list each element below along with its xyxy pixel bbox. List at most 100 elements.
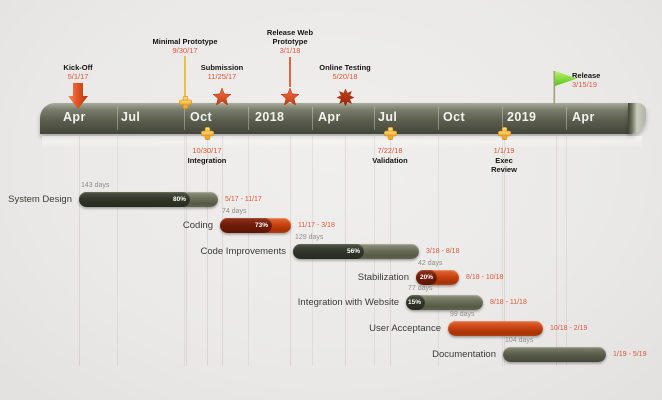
milestone-label: Release <box>572 71 601 80</box>
timeline-month-label: Oct <box>443 110 466 124</box>
milestone-label: Exec Review <box>491 156 517 174</box>
task-name: Documentation <box>432 349 496 360</box>
task-bar-completed-segment: 20% <box>416 270 437 285</box>
star-milestone-icon[interactable] <box>280 87 300 106</box>
timeline-month-label: Jul <box>121 110 141 124</box>
task-percent-label: 15% <box>407 299 421 306</box>
milestone-date: 11/25/17 <box>207 72 237 81</box>
timeline-band-end-cap <box>628 103 646 134</box>
puzzle-milestone-icon[interactable] <box>497 127 511 140</box>
task-percent-label: 20% <box>419 274 433 281</box>
timeline-month-label: Apr <box>318 110 341 124</box>
task-dates-label: 11/17 - 3/18 <box>298 222 335 229</box>
task-duration-label: 129 days <box>295 234 324 241</box>
task-dates-label: 10/18 - 2/19 <box>550 325 588 332</box>
task-name: Stabilization <box>357 272 409 283</box>
milestone-date: 5/20/18 <box>332 72 358 81</box>
task-bar-completed-segment: 80% <box>79 192 190 207</box>
quarter-gridline <box>566 136 567 366</box>
milestone-connector-line <box>207 136 208 366</box>
milestone-date: 5/1/17 <box>67 72 89 81</box>
task-duration-label: 104 days <box>505 337 534 344</box>
burst-milestone-icon[interactable] <box>336 88 354 107</box>
flag-milestone-icon[interactable] <box>553 71 579 105</box>
task-bar[interactable] <box>503 347 606 362</box>
timeline-quarter-separator <box>117 107 118 130</box>
task-percent-label: 73% <box>254 222 268 229</box>
quarter-gridline <box>117 136 118 366</box>
timeline-month-label: Jul <box>378 110 398 124</box>
timeline-quarter-separator <box>248 107 249 130</box>
milestone-stem <box>289 57 291 87</box>
task-bar[interactable]: 56% <box>293 244 419 259</box>
task-percent-label: 80% <box>172 196 186 203</box>
milestone-stem <box>184 56 186 97</box>
timeline-quarter-separator <box>184 107 185 130</box>
task-duration-label: 143 days <box>81 182 110 189</box>
timeline-month-label: Apr <box>572 110 595 124</box>
milestone-date: 1/1/19 <box>493 146 515 155</box>
puzzle-milestone-icon[interactable] <box>178 96 192 109</box>
arrow-milestone-icon[interactable] <box>68 83 88 110</box>
milestone-connector-line <box>222 136 223 366</box>
timeline-quarter-separator <box>566 107 567 130</box>
task-bar[interactable]: 20% <box>416 270 459 285</box>
milestone-date: 10/30/17 <box>192 146 222 155</box>
task-dates-label: 5/17 - 11/17 <box>225 196 262 203</box>
timeline-band <box>40 103 632 134</box>
timeline-month-label: 2018 <box>255 110 285 124</box>
quarter-gridline <box>502 136 503 366</box>
task-dates-label: 8/18 - 11/18 <box>490 299 527 306</box>
milestone-date: 3/1/18 <box>279 46 301 55</box>
milestone-label: Kick-Off <box>63 63 93 72</box>
task-name: Integration with Website <box>297 297 399 308</box>
task-bar[interactable] <box>448 321 543 336</box>
puzzle-milestone-icon[interactable] <box>200 127 214 140</box>
milestone-connector-line <box>186 136 187 366</box>
timeline-month-label: Apr <box>63 110 86 124</box>
milestone-connector-line <box>290 136 291 366</box>
task-bar-completed-segment: 15% <box>406 295 425 310</box>
task-duration-label: 74 days <box>222 208 247 215</box>
milestone-date: 9/30/17 <box>172 46 198 55</box>
timeline-quarter-separator <box>438 107 439 130</box>
timeline-band-reflection <box>42 136 642 149</box>
puzzle-milestone-icon[interactable] <box>383 127 397 140</box>
task-percent-label: 56% <box>346 248 360 255</box>
milestone-label: Integration <box>187 156 227 165</box>
milestone-label: Release Web Prototype <box>266 28 314 46</box>
task-bar[interactable]: 15% <box>406 295 483 310</box>
milestone-label: Submission <box>200 63 244 72</box>
task-bar-completed-segment: 73% <box>220 218 272 233</box>
task-duration-label: 77 days <box>408 285 433 292</box>
task-bar-completed-segment: 56% <box>293 244 364 259</box>
task-bar[interactable]: 73% <box>220 218 291 233</box>
task-bar[interactable]: 80% <box>79 192 218 207</box>
milestone-connector-line <box>79 136 80 366</box>
task-name: Coding <box>182 220 213 231</box>
quarter-gridline <box>248 136 249 366</box>
task-name: System Design <box>8 194 72 205</box>
milestone-connector-line <box>504 136 505 366</box>
task-name: Code Improvements <box>200 246 286 257</box>
quarter-gridline <box>438 136 439 366</box>
milestone-label: Validation <box>372 156 408 165</box>
task-dates-label: 3/18 - 8/18 <box>426 248 460 255</box>
star-milestone-icon[interactable] <box>212 87 232 106</box>
milestone-label: Online Testing <box>319 63 371 72</box>
task-duration-label: 99 days <box>450 311 475 318</box>
task-name: User Acceptance <box>369 323 441 334</box>
timeline-month-label: Oct <box>190 110 213 124</box>
task-dates-label: 8/18 - 10/18 <box>466 274 504 281</box>
timeline-quarter-separator <box>312 107 313 130</box>
milestone-date: 7/22/18 <box>377 146 403 155</box>
milestone-date: 3/15/19 <box>572 80 598 89</box>
timeline-quarter-separator <box>374 107 375 130</box>
milestone-connector-line <box>556 136 557 366</box>
task-dates-label: 1/19 - 5/19 <box>613 351 647 358</box>
timeline-quarter-separator <box>502 107 503 130</box>
timeline-month-label: 2019 <box>507 110 537 124</box>
task-duration-label: 42 days <box>418 260 443 267</box>
milestone-label: Minimal Prototype <box>152 37 218 46</box>
